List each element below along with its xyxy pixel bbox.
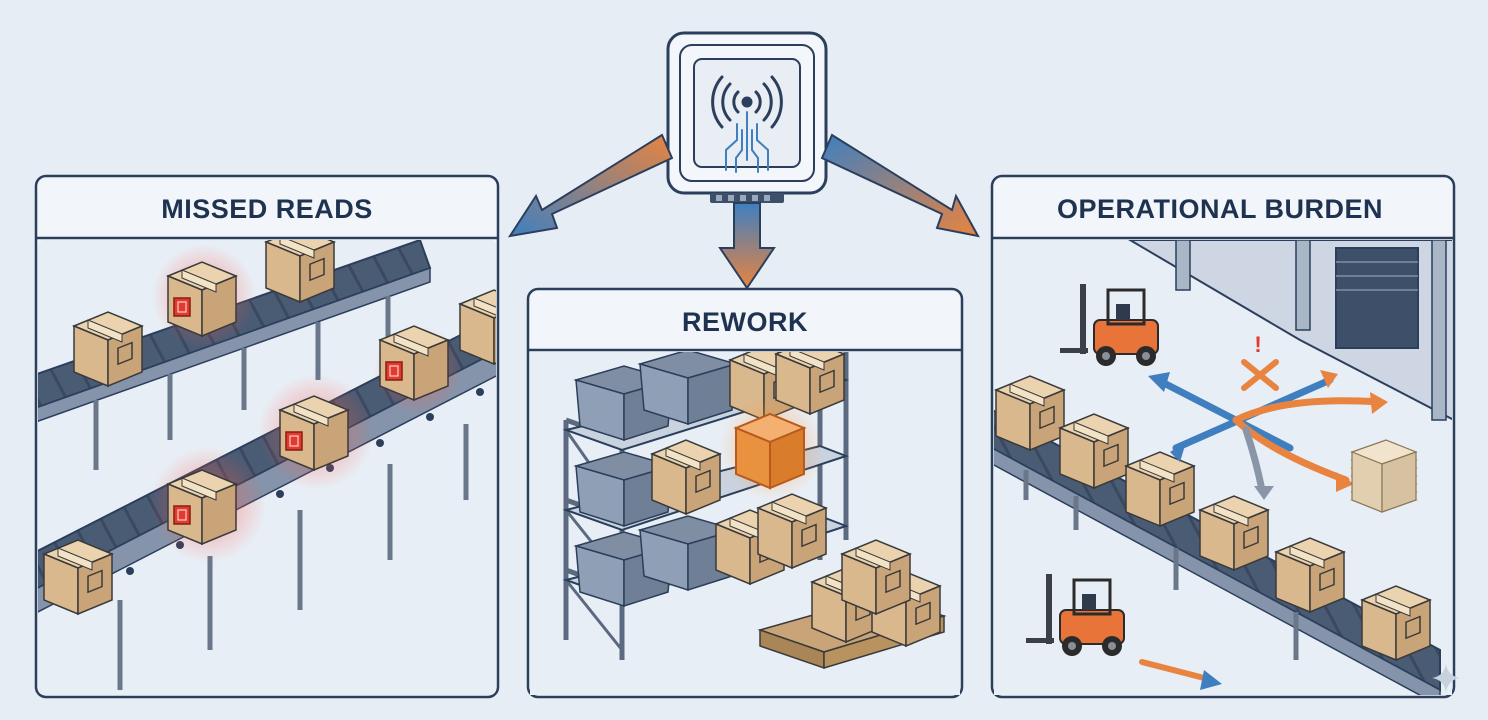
conflicting-paths bbox=[1139, 370, 1388, 690]
panel-rework: REWORK bbox=[526, 287, 964, 699]
box bbox=[1125, 451, 1195, 527]
panel-operational-burden: OPERATIONAL BURDEN bbox=[990, 174, 1456, 699]
flow-arrow-icon bbox=[507, 133, 980, 290]
panel-title-rework: REWORK bbox=[682, 307, 808, 337]
panel-missed-reads: MISSED READS bbox=[34, 174, 500, 699]
panel-title-operational-burden: OPERATIONAL BURDEN bbox=[1057, 194, 1383, 224]
rfid-reader-icon bbox=[711, 75, 783, 173]
box bbox=[757, 493, 827, 569]
box bbox=[43, 539, 113, 615]
sparkle-icon bbox=[1432, 664, 1460, 692]
box-missed-read bbox=[279, 395, 349, 471]
loading-dock-door bbox=[1335, 247, 1419, 349]
panel-title-missed-reads: MISSED READS bbox=[161, 194, 373, 224]
box bbox=[651, 439, 721, 515]
box-missed-read bbox=[167, 261, 237, 337]
svg-text:!: ! bbox=[1254, 332, 1261, 357]
box bbox=[1199, 495, 1269, 571]
box bbox=[841, 539, 911, 615]
paper-stack-icon bbox=[1350, 439, 1418, 513]
box bbox=[1059, 413, 1129, 489]
box bbox=[1361, 585, 1431, 661]
box bbox=[73, 311, 143, 387]
conflict-x-icon: ! bbox=[1241, 332, 1279, 391]
box-missed-read bbox=[167, 469, 237, 545]
rfid-reader-hub bbox=[666, 31, 828, 203]
storage-bin bbox=[639, 352, 737, 425]
box-missed-read bbox=[379, 325, 449, 401]
box bbox=[459, 289, 496, 365]
box bbox=[995, 375, 1065, 451]
box bbox=[1275, 537, 1345, 613]
box-rework-flagged bbox=[733, 412, 807, 490]
